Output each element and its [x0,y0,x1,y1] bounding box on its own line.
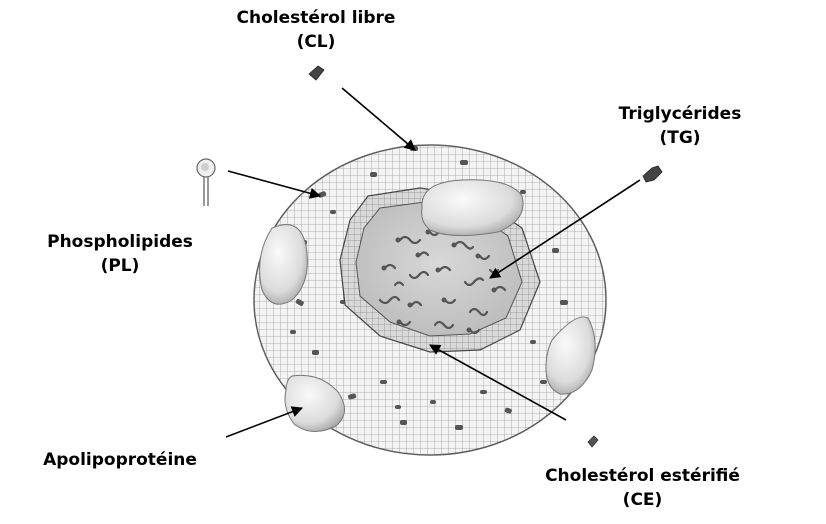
pointer-arrows [225,87,641,438]
phospholipid-molecule-icon [196,158,216,206]
label-cholesterol-esterifie-name: Cholestérol estérifié [545,466,740,486]
free-triglyceride-molecule [642,165,663,183]
surface-cholesterol-molecules [280,146,568,430]
label-cholesterol-libre-abbr: (CL) [296,32,336,52]
arrow-apolipoproteine [225,406,304,438]
label-phospholipides-name: Phospholipides [47,232,193,252]
free-esterified-cholesterol-molecule [587,435,599,448]
arrow-cholesterol-esterifie [429,344,567,421]
free-cholesterol-molecule [308,65,325,81]
label-phospholipides: Phospholipides (PL) [15,230,225,278]
core-molecule-heads [381,229,497,333]
core-molecules [378,230,507,335]
label-cholesterol-esterifie: Cholestérol estérifié (CE) [505,464,780,512]
label-apolipoproteine-name: Apolipoprotéine [43,450,197,470]
arrow-cholesterol-libre [341,87,416,151]
label-cholesterol-libre-name: Cholestérol libre [236,8,396,28]
label-cholesterol-esterifie-abbr: (CE) [622,490,663,510]
label-phospholipides-abbr: (PL) [100,256,140,276]
label-triglycerides-name: Triglycérides [618,104,742,124]
arrow-triglycerides [489,179,641,279]
arrow-phospholipides [227,170,322,199]
label-cholesterol-libre: Cholestérol libre (CL) [196,6,436,54]
label-apolipoproteine: Apolipoprotéine [20,448,220,472]
label-triglycerides-abbr: (TG) [659,128,701,148]
label-triglycerides: Triglycérides (TG) [585,102,775,150]
apolipoproteins [259,179,596,432]
